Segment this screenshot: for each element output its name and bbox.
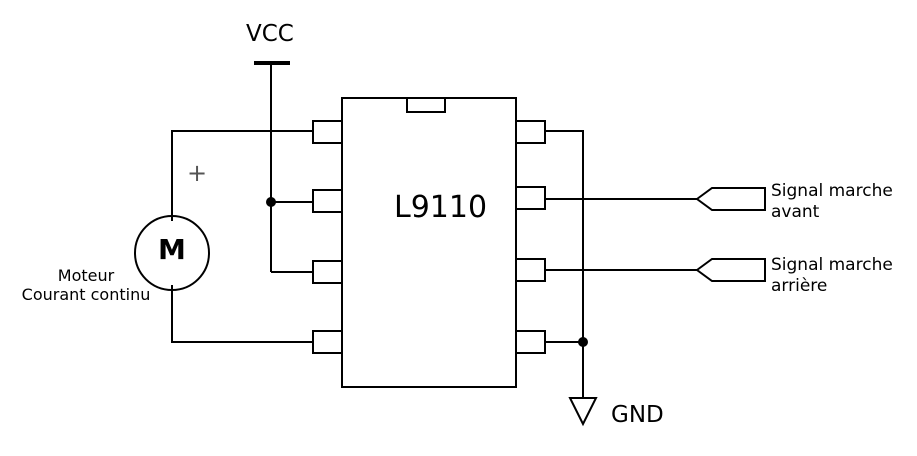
ic-pin-1: [312, 120, 343, 144]
forward-signal-label: Signal marche avant: [771, 181, 893, 223]
ic-body: [341, 97, 517, 388]
ground-triangle-icon: [568, 397, 598, 427]
gnd-wire: [545, 130, 584, 398]
vcc-junction-dot: [266, 197, 276, 207]
ic-pin-2: [312, 189, 343, 213]
reverse-signal-arrow-icon: [695, 258, 766, 282]
polarity-plus-label: +: [187, 159, 208, 187]
ic-pin-7: [515, 186, 546, 210]
forward-signal-arrow-icon: [695, 187, 766, 211]
chip-label: L9110: [394, 190, 488, 225]
ic-pin-5: [515, 330, 546, 354]
vcc-label: VCC: [246, 21, 294, 47]
forward-signal-label-line1: Signal marche: [771, 181, 893, 201]
motor-caption: Moteur Courant continu: [0, 266, 172, 304]
dc-motor-icon: [134, 215, 210, 291]
motor-caption-line1: Moteur: [57, 266, 115, 285]
ic-pin-4: [312, 330, 343, 354]
ic-pin-8: [515, 120, 546, 144]
reverse-signal-label-line2: arrière: [771, 276, 828, 296]
motor-positive-wire: [171, 130, 313, 221]
forward-signal-label-line2: avant: [771, 202, 820, 222]
gnd-junction-dot: [578, 337, 588, 347]
ic-notch: [406, 97, 446, 113]
gnd-label: GND: [611, 402, 664, 428]
motor-negative-wire: [171, 285, 313, 343]
ic-pin-3: [312, 260, 343, 284]
ic-pin-6: [515, 258, 546, 282]
reverse-signal-label-line1: Signal marche: [771, 255, 893, 275]
reverse-signal-label: Signal marche arrière: [771, 255, 893, 297]
motor-caption-line2: Courant continu: [21, 285, 151, 304]
motor-symbol-label: M: [158, 233, 186, 266]
